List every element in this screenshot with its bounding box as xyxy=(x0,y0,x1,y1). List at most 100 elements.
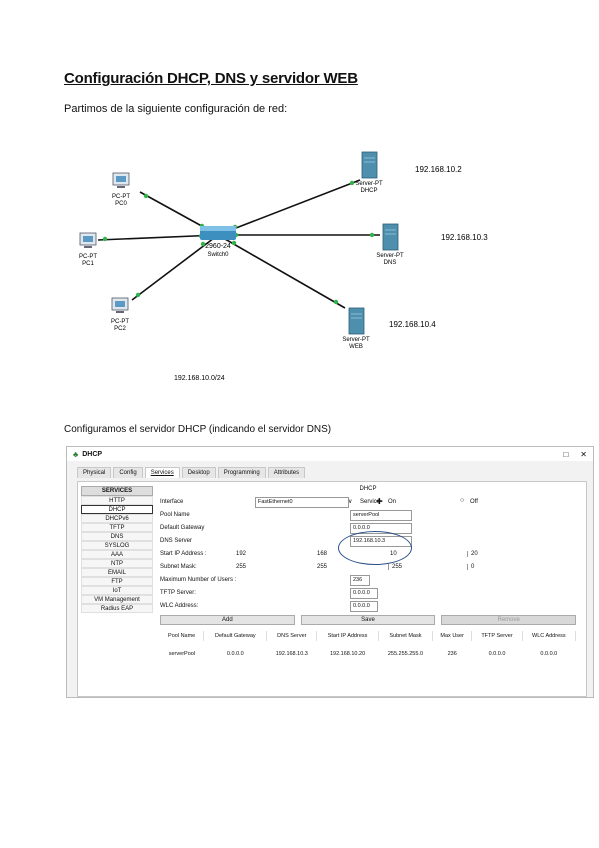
server-icon xyxy=(361,151,378,179)
pc-icon xyxy=(112,172,130,188)
server-dhcp-ip: 192.168.10.2 xyxy=(415,165,462,174)
service-item-aaa[interactable]: AAA xyxy=(81,550,153,559)
server-dns-name: DNS xyxy=(384,260,397,266)
tftp-server-label: TFTP Server: xyxy=(160,590,196,596)
service-item-dns[interactable]: DNS xyxy=(81,532,153,541)
network-diagram: 2960-24 Switch0 PC-PT PC0 PC-PT PC1 PC-P… xyxy=(79,151,488,382)
tab-physical[interactable]: Physical xyxy=(77,467,112,478)
link-web xyxy=(217,234,346,309)
on-radio[interactable]: ✚ xyxy=(376,497,383,506)
mask-octet-1[interactable]: 255 xyxy=(236,564,247,570)
pc-icon xyxy=(79,232,97,248)
col-subnet-mask: Subnet Mask xyxy=(378,631,434,641)
highlight-ellipse xyxy=(338,531,412,565)
cell-pool-name: serverPool xyxy=(168,651,196,657)
tab-config[interactable]: Config xyxy=(113,467,143,478)
switch-model: 2960-24 xyxy=(205,243,231,250)
tftp-server-input[interactable]: 0.0.0.0 xyxy=(350,588,378,599)
max-users-input[interactable]: 236 xyxy=(350,575,370,586)
tab-attributes[interactable]: Attributes xyxy=(267,467,306,478)
server-dns-type: Server-PT xyxy=(376,253,404,259)
col-default-gateway: Default Gateway xyxy=(203,631,268,641)
app-icon: ♣ xyxy=(73,449,79,459)
cell-max-user: 236 xyxy=(447,651,457,657)
maximize-button[interactable]: □ xyxy=(563,449,569,459)
subnet-mask-label: Subnet Mask: xyxy=(160,564,197,570)
tab-programming[interactable]: Programming xyxy=(217,467,266,478)
service-item-email[interactable]: EMAIL xyxy=(81,568,153,577)
off-radio[interactable]: ○ xyxy=(460,497,465,504)
col-wlc-address: WLC Address xyxy=(522,631,577,641)
dns-server-label: DNS Server xyxy=(160,538,193,544)
server-dhcp-name: DHCP xyxy=(360,188,377,194)
add-button[interactable]: Add xyxy=(160,615,295,625)
dhcp-window: ♣ DHCP □ ✕ Physical Config Services Desk… xyxy=(66,446,594,698)
pool-table: Pool Name Default Gateway DNS Server Sta… xyxy=(160,631,577,659)
start-ip-octet-1[interactable]: 192 xyxy=(236,551,247,557)
col-tftp-server: TFTP Server xyxy=(471,631,523,641)
tab-desktop[interactable]: Desktop xyxy=(181,467,216,478)
gateway-label: Default Gateway xyxy=(160,525,205,531)
col-pool-name: Pool Name xyxy=(160,631,205,641)
service-item-ftp[interactable]: FTP xyxy=(81,577,153,586)
wlc-address-input[interactable]: 0.0.0.0 xyxy=(350,601,378,612)
pc0-type: PC-PT xyxy=(112,194,130,200)
services-body: SERVICES HTTP DHCP DHCPv6 TFTP DNS SYSLO… xyxy=(77,481,587,697)
interface-label: Interface xyxy=(160,499,184,505)
service-item-vm-management[interactable]: VM Management xyxy=(81,595,153,604)
max-users-label: Maximum Number of Users : xyxy=(160,577,237,583)
chevron-down-icon: ∨ xyxy=(348,499,353,505)
service-item-syslog[interactable]: SYSLOG xyxy=(81,541,153,550)
on-label: On xyxy=(388,499,397,505)
save-button[interactable]: Save xyxy=(300,615,436,625)
cell-tftp: 0.0.0.0 xyxy=(488,651,506,657)
start-ip-octet-4[interactable]: 20 xyxy=(467,551,478,557)
col-max-user: Max User xyxy=(432,631,473,641)
dhcp-panel: DHCP Interface FastEthernet0 ∨ Service ✚… xyxy=(160,486,577,696)
server-web-name: WEB xyxy=(349,344,363,350)
service-item-http[interactable]: HTTP xyxy=(81,496,153,505)
switch-name: Switch0 xyxy=(207,252,229,258)
mask-octet-2[interactable]: 255 xyxy=(317,564,328,570)
cell-gateway: 0.0.0.0 xyxy=(226,651,244,657)
interface-select[interactable]: FastEthernet0 xyxy=(255,497,349,508)
server-icon xyxy=(348,307,365,335)
service-item-dhcpv6[interactable]: DHCPv6 xyxy=(81,514,153,523)
link-pc1 xyxy=(97,234,219,241)
service-item-iot[interactable]: IoT xyxy=(81,586,153,595)
mask-octet-4[interactable]: 0 xyxy=(467,564,474,570)
panel-title: DHCP xyxy=(359,486,377,492)
service-item-tftp[interactable]: TFTP xyxy=(81,523,153,532)
pool-name-label: Pool Name xyxy=(160,512,190,518)
network-address: 192.168.10.0/24 xyxy=(174,375,225,382)
server-dns-ip: 192.168.10.3 xyxy=(441,233,488,242)
pc0-name: PC0 xyxy=(115,201,127,207)
pc2-name: PC2 xyxy=(114,326,126,332)
table-row[interactable]: serverPool 0.0.0.0 192.168.10.3 192.168.… xyxy=(160,641,576,659)
pc1-name: PC1 xyxy=(82,261,94,267)
server-web-type: Server-PT xyxy=(342,337,370,343)
cell-start-ip: 192.168.10.20 xyxy=(329,651,366,657)
pool-name-input[interactable]: serverPool xyxy=(350,510,412,521)
start-ip-label: Start IP Address : xyxy=(160,551,207,557)
start-ip-octet-2[interactable]: 168 xyxy=(317,551,328,557)
window-title: DHCP xyxy=(82,450,103,458)
service-item-ntp[interactable]: NTP xyxy=(81,559,153,568)
document-title: Configuración DHCP, DNS y servidor WEB xyxy=(64,70,358,87)
services-list: SERVICES HTTP DHCP DHCPv6 TFTP DNS SYSLO… xyxy=(81,486,153,613)
mask-octet-3[interactable]: 255 xyxy=(388,564,402,570)
intro-paragraph: Partimos de la siguiente configuración d… xyxy=(64,103,288,115)
server-dhcp-type: Server-PT xyxy=(355,181,383,187)
window-titlebar: ♣ DHCP □ ✕ xyxy=(67,447,593,461)
close-button[interactable]: ✕ xyxy=(580,449,587,459)
tab-services[interactable]: Services xyxy=(144,467,180,478)
server-web-ip: 192.168.10.4 xyxy=(389,320,436,329)
action-buttons: Add Save Remove xyxy=(160,615,577,625)
server-icon xyxy=(382,223,399,251)
service-label: Service xyxy=(360,499,381,505)
remove-button[interactable]: Remove xyxy=(441,615,577,625)
service-item-dhcp[interactable]: DHCP xyxy=(81,505,153,514)
service-item-radius-eap[interactable]: Radius EAP xyxy=(81,604,153,613)
cell-mask: 255.255.255.0 xyxy=(387,651,424,657)
pc1-type: PC-PT xyxy=(79,254,97,260)
